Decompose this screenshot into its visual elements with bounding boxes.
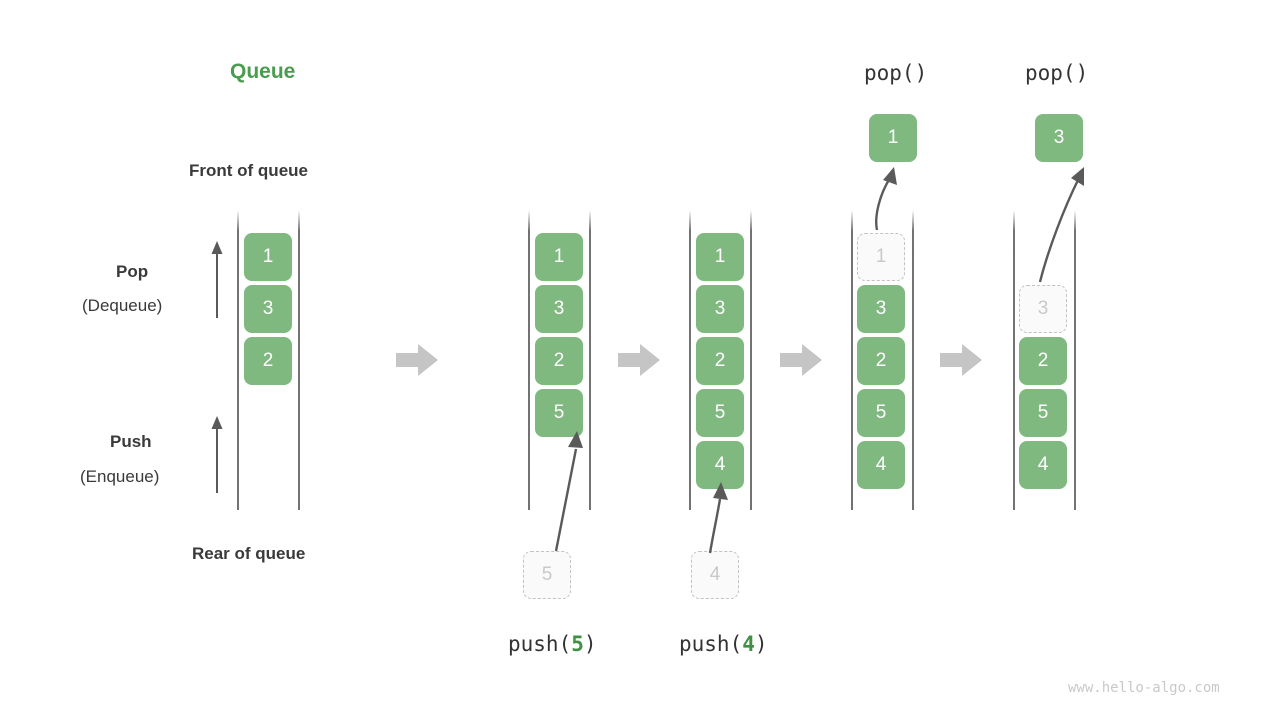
queue-cell: 3 [535, 285, 583, 333]
queue-cell: 2 [696, 337, 744, 385]
push-label: Push [110, 432, 152, 451]
transition-arrow-icon [940, 344, 982, 376]
queue-cell-ghost: 1 [857, 233, 905, 281]
transition-arrow-icon [618, 344, 660, 376]
step-caption-push-4: push(4) [679, 632, 768, 656]
queue-cell: 5 [535, 389, 583, 437]
incoming-ghost-cell: 5 [523, 551, 571, 599]
queue-cell: 3 [696, 285, 744, 333]
step-caption-push-5: push(5) [508, 632, 597, 656]
queue-cell: 2 [535, 337, 583, 385]
queue-rail-right [1074, 210, 1076, 510]
push-motion-arrow [708, 482, 728, 554]
step-caption-pop-3: pop() [1025, 61, 1089, 85]
caption-argument: 5 [571, 632, 584, 656]
queue-cell: 3 [244, 285, 292, 333]
queue-rail-left [689, 210, 691, 510]
caption-suffix: ) [754, 632, 768, 656]
queue-cell: 1 [696, 233, 744, 281]
queue-rail-right [750, 210, 752, 510]
queue-cell: 5 [857, 389, 905, 437]
rear-of-queue-label: Rear of queue [192, 544, 306, 563]
step-caption-pop-1: pop() [864, 61, 928, 85]
caption-suffix: ) [583, 632, 597, 656]
queue-cell: 4 [696, 441, 744, 489]
queue-rail-left [237, 210, 239, 510]
watermark: www.hello-algo.com [1068, 680, 1220, 696]
pop-direction-arrow [211, 241, 223, 318]
push-direction-arrow [211, 416, 223, 493]
queue-cell-ghost: 3 [1019, 285, 1067, 333]
transition-arrow-icon [780, 344, 822, 376]
incoming-ghost-cell: 4 [691, 551, 739, 599]
queue-cell: 5 [696, 389, 744, 437]
caption-prefix: push( [508, 632, 572, 656]
caption-prefix: push( [679, 632, 743, 656]
queue-cell: 2 [1019, 337, 1067, 385]
queue-rail-right [589, 210, 591, 510]
popped-cell: 1 [869, 114, 917, 162]
queue-cell: 2 [244, 337, 292, 385]
pop-label: Pop [116, 262, 149, 281]
transition-arrow-icon [396, 344, 438, 376]
queue-cell: 4 [1019, 441, 1067, 489]
caption-argument: 4 [742, 632, 755, 656]
queue-rail-right [298, 210, 300, 510]
queue-cell: 1 [535, 233, 583, 281]
push-sublabel: (Enqueue) [80, 467, 160, 486]
pop-sublabel: (Dequeue) [82, 296, 163, 315]
push-motion-arrow [554, 431, 583, 552]
queue-cell: 3 [857, 285, 905, 333]
pop-motion-arrow [875, 167, 897, 231]
pop-motion-arrow [1038, 167, 1084, 283]
queue-rail-left [528, 210, 530, 510]
queue-cell: 4 [857, 441, 905, 489]
front-of-queue-label: Front of queue [189, 161, 308, 180]
queue-cell: 1 [244, 233, 292, 281]
queue-rail-left [851, 210, 853, 510]
queue-rail-left [1013, 210, 1015, 510]
queue-cell: 2 [857, 337, 905, 385]
diagram-title: Queue [230, 60, 296, 83]
queue-cell: 5 [1019, 389, 1067, 437]
queue-rail-right [912, 210, 914, 510]
popped-cell: 3 [1035, 114, 1083, 162]
